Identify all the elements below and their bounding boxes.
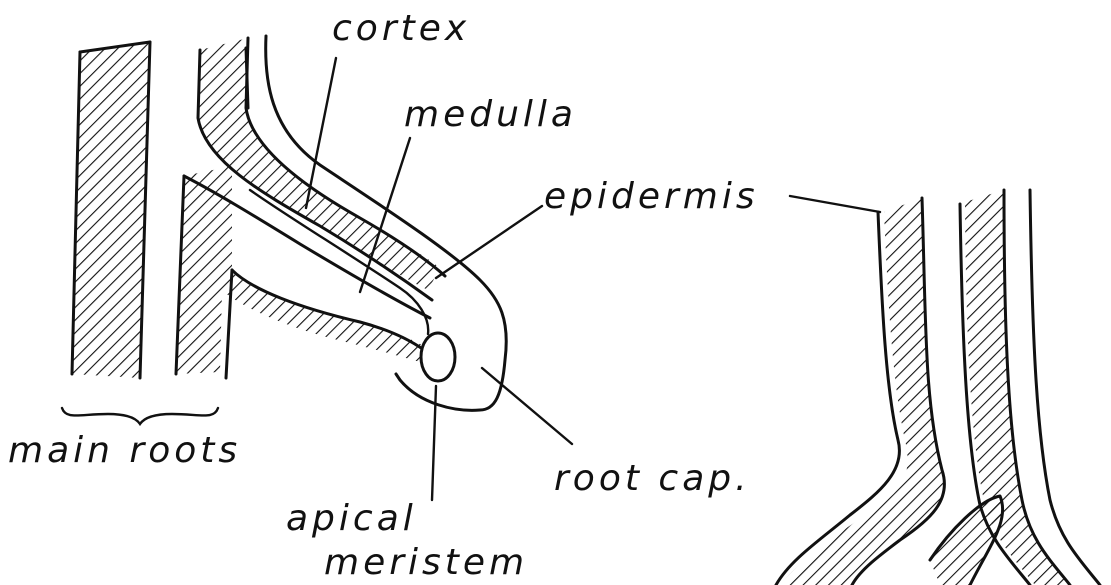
apical-meristem [421,333,455,381]
main-root-with-branch [176,36,506,410]
label-meristem: meristem [324,542,528,583]
main-root-left [72,42,150,378]
main-roots-brace [62,408,218,424]
leader-root-cap [482,368,572,444]
main-root-right [776,190,1100,585]
label-epidermis: epidermis [544,176,759,217]
leader-cortex [306,58,336,208]
leader-epidermis-right [790,196,880,212]
leader-lines [306,58,880,500]
label-medulla: medulla [404,94,577,135]
label-root-cap: root cap. [554,458,751,499]
leader-epidermis-branch [436,206,542,278]
label-apical: apical [286,498,417,539]
label-main-roots: main roots [8,430,241,471]
label-cortex: cortex [332,8,470,49]
